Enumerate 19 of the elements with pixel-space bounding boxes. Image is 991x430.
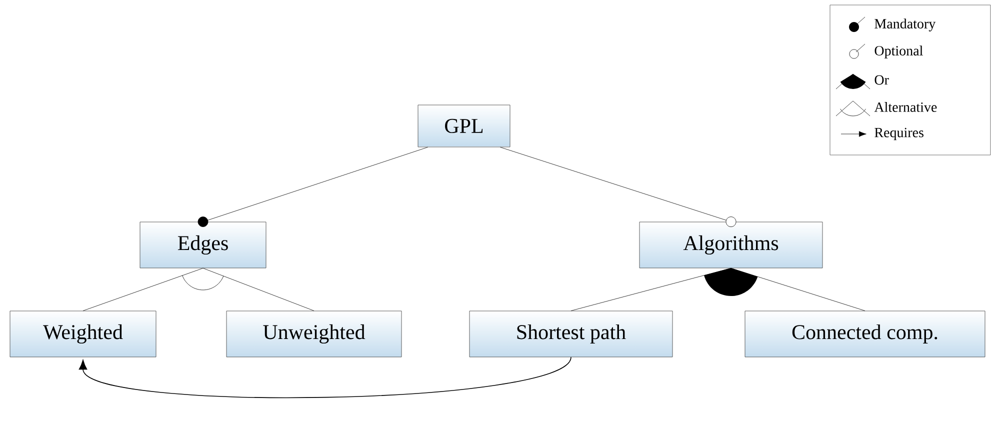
connector [730,268,866,311]
feature-box: GPL [418,104,510,148]
feature-box: Weighted [10,310,156,358]
connector [82,268,204,311]
mandatory-connector [198,147,428,227]
feature-box: Edges [140,222,266,268]
optional-connector [500,147,736,227]
connector [202,268,314,311]
legend-label: Requires [874,128,924,140]
connector [570,268,732,311]
feature-box: Algorithms [639,222,823,268]
legend-label: Optional [874,46,923,58]
requires-arrow [78,356,572,398]
legend-label: Alternative [874,102,937,112]
feature-box: Shortest path [469,310,673,358]
feature-box: Connected comp. [744,310,986,358]
feature-box: Unweighted [226,310,402,358]
legend-label: Or [874,75,889,85]
legend-label: Mandatory [874,18,936,32]
